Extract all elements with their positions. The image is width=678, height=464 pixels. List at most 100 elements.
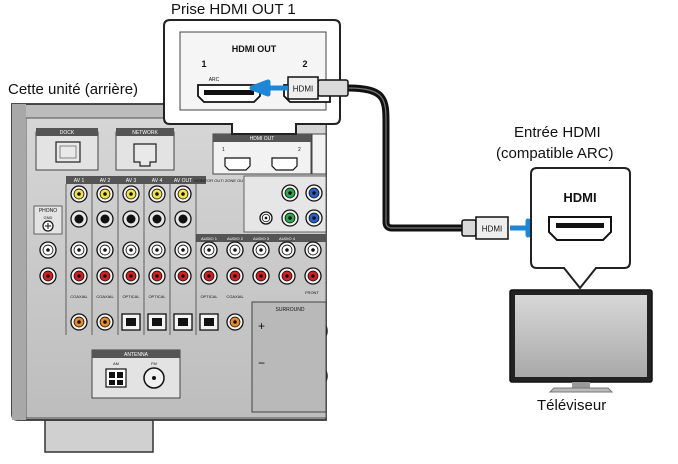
rca-jack-pin — [311, 274, 315, 278]
svg-text:−: − — [258, 356, 265, 370]
rca-jack-pin — [129, 274, 133, 278]
rca-jack-pin — [259, 274, 263, 278]
svg-text:+: + — [258, 319, 265, 333]
rca-jack-pin — [233, 248, 237, 252]
hdmi-plug-tv: HDMI — [461, 216, 509, 240]
tv-input-caption-line1: Entrée HDMI — [514, 124, 601, 141]
rca-jack-pin — [103, 320, 107, 324]
dock-label: DOCK — [60, 130, 75, 136]
optical-label: OPTICAL — [200, 294, 218, 299]
tv-hdmi-port — [548, 216, 612, 241]
rca-jack-pin — [181, 274, 185, 278]
rca-jack-pin — [77, 320, 81, 324]
rca-jack-pin — [77, 192, 81, 196]
rca-jack-pin — [129, 192, 133, 196]
rca-jack-pin — [181, 192, 185, 196]
callout-port-1-label: 1 — [201, 59, 206, 69]
av-labels: AV 1 AV 2 AV 3 AV 4 AV OUT — [74, 178, 192, 184]
audio-header-strip — [196, 234, 326, 242]
unit-rear-caption: Cette unité (arrière) — [8, 81, 139, 98]
s-video-jack-core — [126, 214, 136, 224]
digital-labels: COAXIAL COAXIAL OPTICAL OPTICAL OPTICAL … — [70, 294, 244, 299]
coaxial-label: COAXIAL — [226, 294, 244, 299]
network-section: NETWORK — [115, 128, 175, 171]
tv-screen — [515, 295, 647, 377]
coaxial-label: COAXIAL — [70, 294, 88, 299]
plug-label: HDMI — [293, 85, 313, 94]
am-label: AM — [113, 361, 119, 366]
tv-hdmi-callout: HDMI — [530, 167, 631, 290]
rca-jack-pin — [103, 274, 107, 278]
av-label: AV 2 — [100, 178, 111, 184]
optical-jack-core — [126, 318, 136, 326]
rca-jack-pin — [129, 248, 133, 252]
antenna-section: ANTENNA AM FM — [91, 349, 181, 399]
tv-caption: Téléviseur — [537, 397, 607, 414]
dock-section: DOCK — [35, 128, 99, 171]
speaker-terminal-area: SURROUND FRONT + − — [251, 290, 327, 413]
audio-labels: AUDIO 1 AUDIO 2 AUDIO 3 AUDIO 4 — [201, 236, 296, 241]
tv-callout-title: HDMI — [563, 190, 596, 205]
av-label: AV OUT — [174, 178, 192, 184]
s-video-jack-core — [178, 214, 188, 224]
av-header-strip — [66, 176, 206, 184]
surround-label: SURROUND — [276, 307, 305, 313]
audio-label: AUDIO 3 — [253, 236, 270, 241]
callout-arc-label: ARC — [209, 77, 220, 83]
network-port — [133, 143, 157, 167]
s-video-jack-core — [152, 214, 162, 224]
av-label: AV 1 — [74, 178, 85, 184]
rca-jack-pin — [207, 274, 211, 278]
panel-hdmi-out-2-label: 2 — [298, 147, 301, 153]
rca-jack-pin — [233, 320, 237, 324]
optical-jack-core — [204, 318, 214, 326]
rca-jack-pin — [311, 248, 315, 252]
callout-title: HDMI OUT — [232, 44, 277, 54]
rca-jack-pin — [312, 191, 316, 195]
audio-label: AUDIO 1 — [201, 236, 218, 241]
arrow-to-receiver-icon — [249, 79, 288, 97]
panel-hdmi-out-2-port — [271, 157, 298, 171]
hdmi-cable — [344, 84, 469, 232]
av-label: AV 3 — [126, 178, 137, 184]
rca-jack-pin — [288, 191, 292, 195]
rca-jack-pin — [233, 274, 237, 278]
tv-input-caption-line2: (compatible ARC) — [496, 145, 614, 162]
rca-jack-pin — [77, 248, 81, 252]
dock-port — [55, 141, 81, 163]
rca-jack-pin — [181, 248, 185, 252]
antenna-label: ANTENNA — [124, 352, 149, 358]
rca-jack-pin — [155, 248, 159, 252]
optical-jack-core — [178, 318, 188, 326]
rca-jack-pin — [285, 274, 289, 278]
rca-jack-pin — [46, 274, 50, 278]
s-video-jack-core — [74, 214, 84, 224]
audio-label: AUDIO 2 — [227, 236, 244, 241]
gnd-label: GND — [44, 215, 53, 220]
audio-label: AUDIO 4 — [279, 236, 296, 241]
rca-jack-pin — [264, 216, 268, 220]
rca-jack-pin — [46, 248, 50, 252]
rca-jack-pin — [103, 248, 107, 252]
rca-jack-pin — [285, 248, 289, 252]
plug-label: HDMI — [482, 225, 502, 234]
panel-hdmi-out-1-port — [224, 157, 251, 171]
optical-label: OPTICAL — [148, 294, 166, 299]
s-video-jack-core — [100, 214, 110, 224]
panel-hdmi-out-section: HDMI OUT 1 2 — [212, 133, 312, 175]
tv-stand — [548, 387, 614, 393]
rca-jack-pin — [207, 248, 211, 252]
rca-jack-pin — [259, 248, 263, 252]
fm-label: FM — [151, 361, 157, 366]
callout-port-2-label: 2 — [302, 59, 307, 69]
phono-label: PHONO — [39, 208, 57, 214]
rca-jack-pin — [288, 216, 292, 220]
receiver-side-rim — [12, 104, 26, 420]
monitor-out-label: MONITOR OUT/ ZONE OUT — [194, 178, 246, 183]
rca-jack-pin — [155, 192, 159, 196]
hdmi-plug-receiver: HDMI — [287, 76, 349, 100]
phono-section: PHONO GND — [33, 205, 63, 235]
av-label: AV 4 — [152, 178, 163, 184]
front-label: FRONT — [305, 290, 319, 295]
